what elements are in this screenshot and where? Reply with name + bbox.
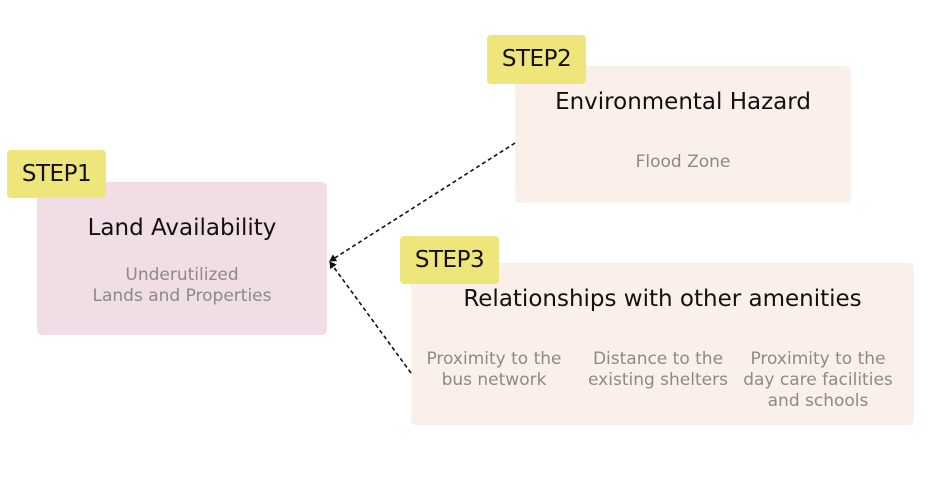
step1-description-line2: Lands and Properties [92,286,272,306]
criterion-line: Distance to the [592,349,724,369]
criterion-line: existing shelters [588,370,728,390]
criterion-line: Proximity to the [750,349,886,369]
step3-box [411,263,914,425]
step2-title: Environmental Hazard [555,89,811,115]
step2-subtitle: Flood Zone [635,152,731,172]
criterion-bus-network: Proximity to the bus network [416,349,572,391]
criterion-day-care-schools: Proximity to the day care facilities and… [740,349,896,412]
step2-tag: STEP2 [487,35,586,84]
step1-description: Underutilized Lands and Properties [37,265,327,307]
step2-box [515,66,851,203]
criterion-line: Proximity to the [426,349,562,369]
step3-tag: STEP3 [400,236,499,284]
step1-description-line1: Underutilized [125,265,239,285]
step1-tag: STEP1 [7,150,106,198]
criterion-line: bus network [441,370,547,390]
criterion-existing-shelters: Distance to the existing shelters [580,349,736,391]
connector-step2-to-step1 [329,142,516,262]
connector-step3-to-step1 [329,261,412,374]
criterion-line: day care facilities [743,370,893,390]
step1-box [37,182,327,335]
step1-title: Land Availability [87,215,277,241]
criterion-line: and schools [767,391,869,411]
step3-title: Relationships with other amenities [463,286,862,312]
